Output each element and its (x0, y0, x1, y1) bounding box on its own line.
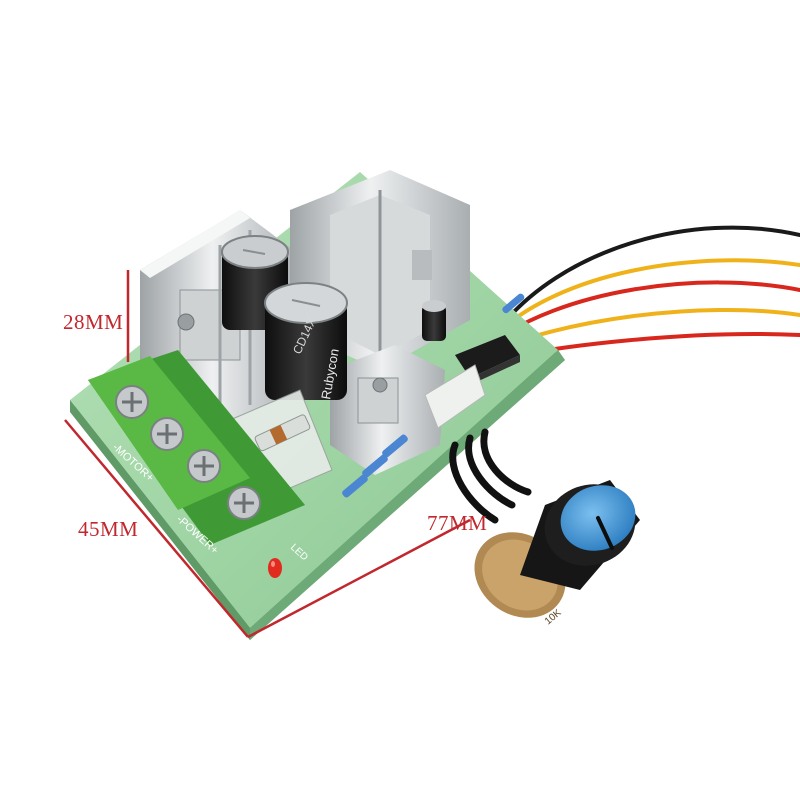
height-dimension-label: 28MM (63, 310, 124, 334)
terminal-block (88, 350, 305, 545)
length-dimension-label: 77MM (427, 511, 488, 535)
terminal-screw (150, 417, 184, 451)
capacitor-small (422, 300, 446, 341)
width-dimension-label: 45MM (78, 517, 139, 541)
width-dimension-line (64, 419, 249, 638)
knob[interactable] (520, 472, 647, 590)
terminal-screw (227, 486, 261, 520)
terminal-screw (115, 385, 149, 419)
dimension-lines (64, 270, 471, 639)
led-indicator (268, 558, 282, 578)
heatsink-right (330, 345, 445, 475)
jst-connector (424, 364, 486, 429)
resistor-row (342, 293, 525, 498)
capacitor-main: Rubycon (264, 282, 348, 401)
length-dimension-line (247, 518, 471, 639)
potentiometer-leads (449, 428, 532, 524)
heatsink-center (290, 170, 470, 370)
terminal-screw (187, 449, 221, 483)
